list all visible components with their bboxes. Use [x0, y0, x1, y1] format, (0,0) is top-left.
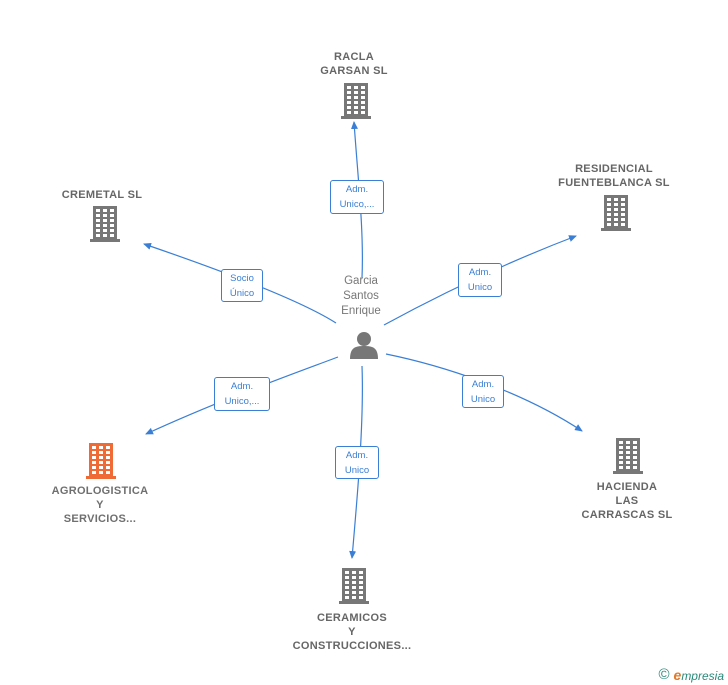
role-badge-line: Unico — [344, 465, 370, 476]
brand-initial: e — [673, 666, 682, 683]
role-badge-line: Unico — [470, 394, 496, 405]
role-badge-line: Adm. — [345, 450, 369, 461]
company-label-line: Y — [96, 499, 104, 511]
brand-name: mpresia — [681, 668, 724, 683]
building-icon[interactable] — [613, 438, 643, 474]
company-label-line: HACIENDA — [596, 481, 658, 493]
building-icon[interactable] — [90, 206, 120, 242]
role-badge-line: Adm. — [468, 267, 492, 278]
role-badge-line: Único — [229, 288, 255, 299]
company-label-ceramicos[interactable]: CERAMICOS Y CONSTRUCCIONES... — [282, 611, 422, 653]
building-icon[interactable] — [86, 443, 116, 479]
company-label-line: FUENTEBLANCA SL — [558, 177, 670, 189]
role-badge-line: Adm. — [471, 379, 495, 390]
role-badge-line: Unico — [467, 282, 493, 293]
building-icon[interactable] — [339, 568, 369, 604]
company-label-hacienda[interactable]: HACIENDA LAS CARRASCAS SL — [567, 480, 687, 522]
company-label-cremetal[interactable]: CREMETAL SL — [42, 188, 162, 202]
company-label-line: CONSTRUCCIONES... — [292, 640, 412, 652]
role-badge-line: Socio — [230, 273, 254, 284]
nodes-group — [86, 83, 643, 604]
company-label-line: GARSAN SL — [320, 65, 388, 77]
role-badge-line: Unico,... — [224, 396, 260, 407]
company-label-line: CREMETAL SL — [61, 189, 143, 201]
company-label-line: AGROLOGISTICA — [51, 485, 149, 497]
role-badge-agrologistica[interactable]: Adm. Unico,... — [214, 377, 270, 411]
company-label-line: LAS — [615, 495, 639, 507]
company-label-residencial[interactable]: RESIDENCIAL FUENTEBLANCA SL — [544, 162, 684, 190]
brand-logo: © empresia — [658, 666, 724, 683]
person-name-line: Enrique — [341, 305, 381, 317]
company-label-line: CARRASCAS SL — [581, 509, 673, 521]
person-name[interactable]: Garcia Santos Enrique — [316, 274, 406, 319]
company-label-racla[interactable]: RACLA GARSAN SL — [294, 50, 414, 78]
role-badge-hacienda[interactable]: Adm. Unico — [462, 375, 504, 408]
company-label-line: Y — [348, 626, 356, 638]
company-label-line: RACLA — [334, 51, 374, 63]
role-badge-line: Adm. — [345, 184, 369, 195]
company-label-line: RESIDENCIAL — [575, 163, 653, 175]
role-badge-line: Adm. — [230, 381, 254, 392]
building-icon[interactable] — [341, 83, 371, 119]
copyright-icon: © — [658, 666, 670, 683]
company-label-line: SERVICIOS... — [63, 513, 137, 525]
role-badge-ceramicos[interactable]: Adm. Unico — [335, 446, 379, 479]
person-name-line: Santos — [343, 290, 379, 302]
role-badge-line: Unico,... — [339, 199, 375, 210]
role-badge-residencial[interactable]: Adm. Unico — [458, 263, 502, 297]
building-icon[interactable] — [601, 195, 631, 231]
role-badge-racla[interactable]: Adm. Unico,... — [330, 180, 384, 214]
company-label-agrologistica[interactable]: AGROLOGISTICA Y SERVICIOS... — [30, 484, 170, 526]
company-label-line: CERAMICOS — [317, 612, 387, 624]
person-icon[interactable] — [350, 332, 378, 359]
person-name-line: Garcia — [344, 275, 378, 287]
